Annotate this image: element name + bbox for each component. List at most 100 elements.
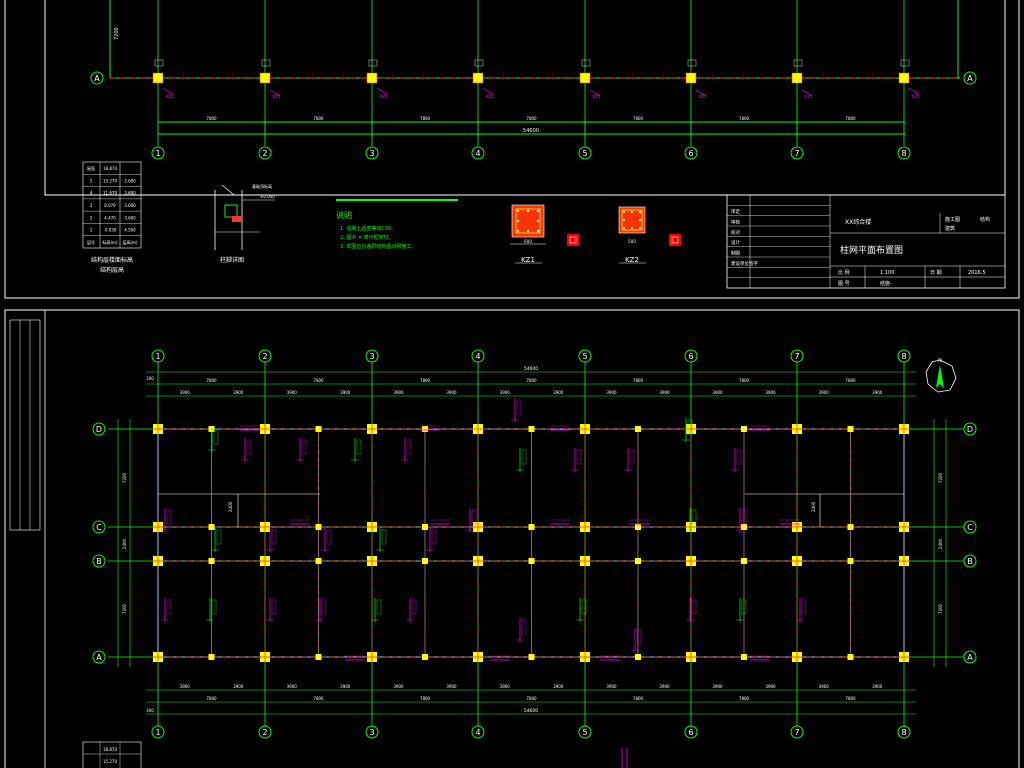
tb-row-label: 建设单位签字 (731, 260, 758, 267)
plan-axis-right-A (963, 650, 977, 664)
note-2: 2. 图中 × 表示框架柱。 (340, 234, 394, 241)
top-axis-number-7: 7 (794, 149, 799, 158)
plan-bay-dim: 7800 (313, 378, 324, 383)
plan-half-dim: 3900 (233, 390, 244, 395)
top-axis-number-8: 8 (901, 149, 906, 158)
plan-half-dim: 3900 (659, 390, 670, 395)
level-row-elev: -0.030 (104, 228, 117, 233)
section-kz1: 600 KZ1 (510, 204, 579, 264)
top-left-dim: 7200 (114, 27, 120, 40)
plan-half-dim: 3900 (287, 684, 298, 689)
plan-half-dim: 3900 (500, 390, 511, 395)
plan-bay-dim: 7800 (313, 696, 324, 701)
tb-scale-value: 1:100 (880, 270, 894, 276)
plan-axis-left-letter: C (96, 523, 102, 532)
level-row-height: 4.500 (124, 228, 136, 233)
plan-axis-left-C (92, 520, 106, 534)
top-column-tag: KZ1 (273, 94, 281, 99)
plan-bay-dim: 7800 (633, 378, 644, 383)
plan-secondary-column (422, 426, 428, 432)
top-axis-number-3: 3 (369, 149, 374, 158)
plan-bay-dim: 7800 (526, 696, 537, 701)
plan-half-dim: 3900 (606, 390, 617, 395)
top-column-tag: KZ1 (380, 94, 388, 99)
kz2-width: 500 (628, 239, 636, 244)
top-column (366, 72, 378, 84)
top-axis-bubble-2 (258, 146, 272, 160)
plan-secondary-column (422, 524, 428, 530)
plan-axis-right-C (963, 520, 977, 534)
plan-axis-bottom-num: 8 (901, 728, 906, 737)
tb-row-label: 设计 (731, 239, 740, 246)
level-row-height: 3.600 (124, 191, 136, 196)
plan-half-dim: 3900 (340, 390, 351, 395)
level-table-title: 结构层楼面标高 (91, 256, 133, 264)
plan-axis-top-num: 1 (155, 352, 160, 361)
level-row-height: 3.600 (124, 178, 136, 183)
plan-axis-bottom-num: 3 (369, 728, 374, 737)
plan-axis-bottom-num: 1 (155, 728, 160, 737)
plan-secondary-column (847, 524, 854, 530)
top-column-tag: KZ1 (593, 94, 601, 99)
level-row-floor: 屋面 (87, 165, 95, 171)
plan-secondary-column (315, 426, 322, 432)
top-axis-bubble-8 (897, 146, 911, 160)
plan-half-dim: 3900 (233, 684, 244, 689)
plan-axis-right-letter: D (967, 425, 973, 434)
plan-bay-dim: 7800 (739, 696, 750, 701)
plan-bottom-total: 54600 (524, 708, 538, 714)
notes-title: 说明 (336, 210, 352, 220)
plan-secondary-column (315, 654, 322, 660)
plan-left-dim: 7200 (122, 472, 127, 483)
top-bay-dim: 7800 (206, 116, 217, 121)
top-column (685, 72, 697, 84)
top-column-tag: KZ1 (486, 94, 494, 99)
plan-half-dim: 3900 (872, 390, 883, 395)
plan-half-dim: 3900 (180, 684, 191, 689)
plan-secondary-column (422, 654, 428, 660)
tb-date-label: 日 期 (930, 270, 942, 276)
plan-secondary-column (847, 558, 854, 564)
plan-half-dim: 3900 (180, 390, 191, 395)
column-foot-detail: ±0.000 基础顶标高 柱脚详图 (214, 183, 275, 264)
plan-half-dim: 3900 (446, 684, 457, 689)
level-row-height: 3.600 (124, 215, 136, 220)
tb-discipline: 建筑 (945, 225, 955, 232)
plan-secondary-column (635, 524, 641, 530)
plan-level-elev: 15.270 (103, 759, 117, 764)
level-row-elev: 15.270 (103, 178, 117, 183)
plan-bay-dim: 7800 (526, 378, 537, 383)
plan-left-dim: 7200 (122, 603, 127, 614)
plan-axis-bottom-num: 5 (582, 728, 587, 737)
plan-secondary-column (315, 558, 322, 564)
plan-axis-top-num: 5 (582, 352, 587, 361)
plan-secondary-column (847, 654, 854, 660)
plan-secondary-column (208, 524, 215, 530)
level-row-height: 3.600 (124, 203, 136, 208)
level-row-floor: 层号 (87, 239, 95, 245)
top-column-tag: KZ1 (699, 94, 707, 99)
level-row-elev: 4.470 (104, 215, 116, 220)
tb-row-label: 审核 (731, 218, 740, 225)
top-bay-dim: 7800 (420, 116, 431, 121)
tb-scale-label: 比 例 (838, 269, 850, 276)
plan-half-dim: 3900 (446, 390, 457, 395)
plan-axis-left-letter: B (96, 557, 102, 566)
plan-axis-right-letter: C (967, 523, 973, 532)
kz1-label: KZ1 (521, 256, 535, 264)
plan-secondary-column (528, 654, 535, 660)
plan-bay-dim: 7800 (206, 378, 217, 383)
top-bay-dim: 7800 (739, 116, 750, 121)
plan-axis-bottom-num: 7 (794, 728, 799, 737)
top-bay-dim: 7800 (526, 116, 537, 121)
plan-secondary-column (741, 654, 747, 660)
north-label: N (938, 358, 942, 364)
note-1: 1. 混凝土强度等级C30。 (340, 225, 396, 232)
plan-right-dim: 7200 (938, 603, 943, 614)
plan-half-dim: 3900 (819, 390, 830, 395)
plan-secondary-column (422, 558, 428, 564)
plan-half-dim: 3900 (712, 684, 723, 689)
plan-secondary-column (741, 558, 747, 564)
